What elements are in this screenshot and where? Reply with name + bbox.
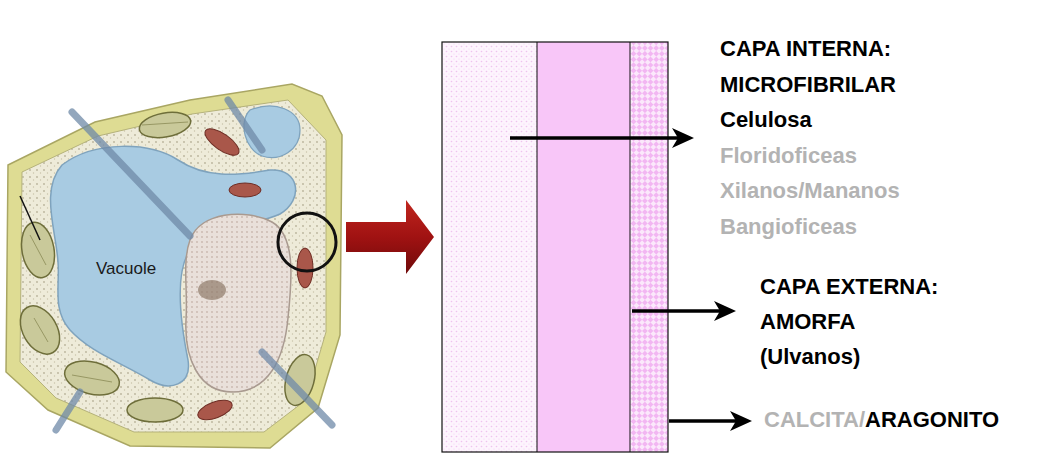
mineral-label: CALCITA/ (764, 407, 865, 433)
layer-title: AMORFA (760, 309, 855, 335)
plant-cell (6, 84, 342, 448)
arrow-head (672, 128, 694, 148)
arrow-head (730, 411, 752, 431)
organelle-label: Vacuole (96, 259, 156, 279)
component-label: Celulosa (720, 107, 812, 133)
layer-title: CAPA INTERNA: (720, 36, 891, 62)
zoom-arrow (346, 200, 434, 274)
arrow-head (714, 301, 736, 321)
component-label: Floridoficeas (720, 143, 857, 169)
leader-arrows (510, 138, 744, 421)
highlight-circle (278, 213, 336, 271)
wall-layers (442, 42, 668, 452)
component-label: Bangioficeas (720, 214, 857, 240)
component-label: (Ulvanos) (760, 344, 860, 370)
layer-title: MICROFIBRILAR (720, 72, 896, 98)
component-label: Xilanos/Mananos (720, 178, 900, 204)
mineral-row: CALCITA/ARAGONITO (764, 407, 999, 433)
mineral-label: ARAGONITO (865, 407, 999, 433)
layer-title: CAPA EXTERNA: (760, 274, 938, 300)
